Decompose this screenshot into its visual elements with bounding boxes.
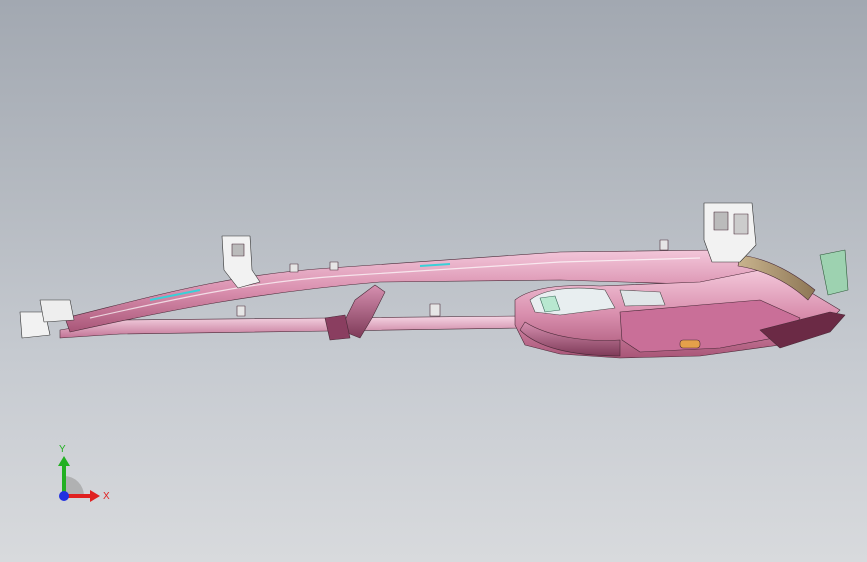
coordinate-triad: Y X	[40, 438, 120, 518]
x-axis-label: X	[103, 491, 110, 502]
y-axis-arrow-icon	[58, 456, 70, 496]
triad-plane-icon	[64, 476, 84, 496]
y-axis-label: Y	[59, 444, 66, 455]
z-axis-dot-icon	[59, 491, 69, 501]
